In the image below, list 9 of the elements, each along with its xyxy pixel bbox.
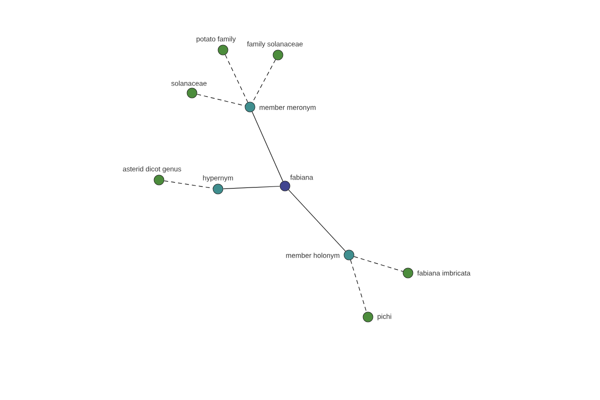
connector-line <box>350 260 367 312</box>
connector-line <box>252 59 276 103</box>
connector-line <box>252 112 284 182</box>
connector-line <box>288 190 346 252</box>
connector-line <box>164 180 214 189</box>
connector-line <box>354 256 404 272</box>
connector-line <box>222 186 280 190</box>
connector-line <box>196 94 246 106</box>
connector-line <box>224 54 248 103</box>
